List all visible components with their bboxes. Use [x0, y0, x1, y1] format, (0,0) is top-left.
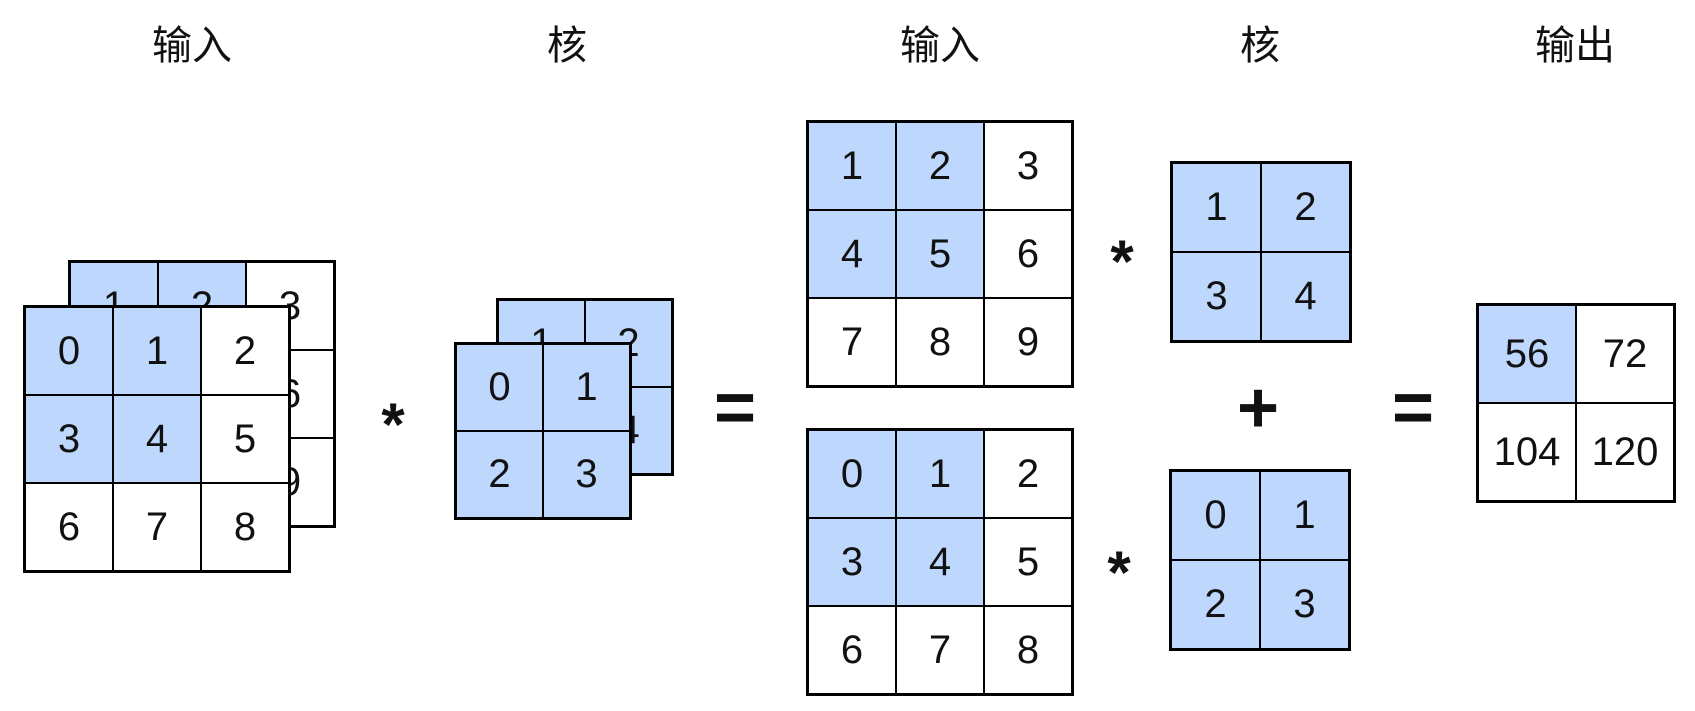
label-input-left: 输入 — [152, 23, 232, 69]
matrix-cell: 3 — [1259, 559, 1350, 650]
matrix-cell: 1 — [807, 121, 897, 211]
matrix-cell: 0 — [807, 429, 897, 519]
matrix-cell: 8 — [895, 297, 985, 387]
matrix-cell: 8 — [200, 482, 290, 572]
matrix-cell: 0 — [455, 343, 544, 432]
matrix-cell: 1 — [895, 429, 985, 519]
matrix-cell: 1 — [542, 343, 631, 432]
matrix-cell: 120 — [1575, 402, 1675, 502]
label-kernel-left: 核 — [547, 23, 587, 69]
equals-operator-left: = — [713, 368, 757, 448]
matrix-cell: 5 — [895, 209, 985, 299]
matrix-cell: 7 — [807, 297, 897, 387]
matrix-cell: 3 — [542, 430, 631, 519]
matrix-cell: 2 — [1170, 559, 1261, 650]
matrix-cell: 72 — [1575, 304, 1675, 404]
matrix-cell: 0 — [1170, 470, 1261, 561]
matrix-cell: 7 — [112, 482, 202, 572]
matrix-cell: 0 — [24, 306, 114, 396]
matrix-cell: 5 — [983, 517, 1073, 607]
matrix-cell: 5 — [200, 394, 290, 484]
matrix-cell: 6 — [24, 482, 114, 572]
convolution-operator-left: * — [381, 391, 405, 458]
matrix-cell: 9 — [983, 297, 1073, 387]
matrix-cell: 2 — [1260, 162, 1351, 253]
matrix-cell: 2 — [895, 121, 985, 211]
matrix-cell: 3 — [1171, 251, 1262, 342]
label-input-right: 输入 — [900, 23, 980, 69]
matrix-cell: 7 — [895, 605, 985, 695]
matrix-cell: 104 — [1477, 402, 1577, 502]
matrix-cell: 1 — [112, 306, 202, 396]
matrix-cell: 3 — [807, 517, 897, 607]
matrix-cell: 2 — [983, 429, 1073, 519]
matrix-cell: 56 — [1477, 304, 1577, 404]
matrix-cell: 1 — [1171, 162, 1262, 253]
matrix-cell: 8 — [983, 605, 1073, 695]
matrix-cell: 2 — [455, 430, 544, 519]
label-kernel-right: 核 — [1240, 23, 1280, 69]
matrix-cell: 3 — [24, 394, 114, 484]
matrix-cell: 4 — [895, 517, 985, 607]
matrix-cell: 1 — [1259, 470, 1350, 561]
matrix-cell: 4 — [807, 209, 897, 299]
convolution-operator-top: * — [1110, 228, 1134, 295]
matrix-cell: 6 — [983, 209, 1073, 299]
matrix-cell: 3 — [983, 121, 1073, 211]
matrix-cell: 4 — [1260, 251, 1351, 342]
matrix-cell: 6 — [807, 605, 897, 695]
plus-operator: + — [1236, 368, 1280, 448]
label-output: 输出 — [1535, 23, 1615, 69]
matrix-cell: 2 — [200, 306, 290, 396]
equals-operator-right: = — [1391, 368, 1435, 448]
matrix-cell: 4 — [112, 394, 202, 484]
convolution-operator-bottom: * — [1107, 539, 1131, 606]
